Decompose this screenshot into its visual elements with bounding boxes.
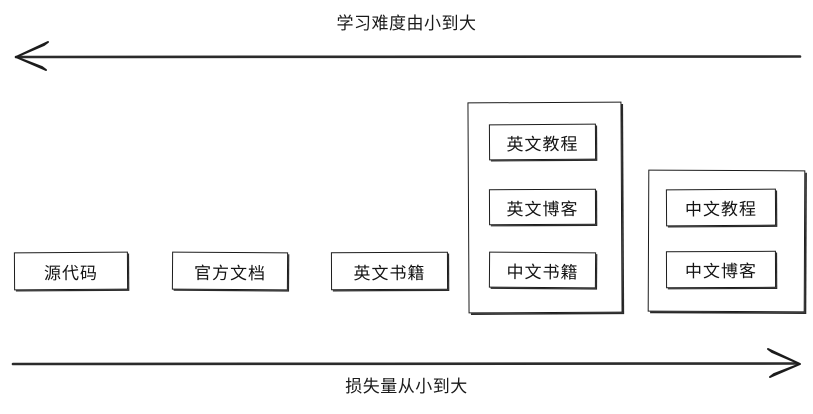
node-official-docs[interactable]: 官方文档 [171,251,289,291]
node-label: 英文博客 [506,199,579,220]
node-label: 官方文档 [193,263,267,284]
node-label: 中文博客 [684,261,758,283]
node-label: 英文教程 [506,134,579,155]
node-english-books[interactable]: 英文书籍 [330,251,449,291]
node-label: 中文教程 [684,199,758,221]
top-axis-label: 学习难度由小到大 [336,14,477,34]
bottom-axis-label: 损失量从小到大 [345,377,468,397]
arrow-right-icon [11,348,801,378]
node-label: 英文书籍 [353,263,426,284]
node-english-blogs[interactable]: 英文博客 [488,188,597,226]
node-source-code[interactable]: 源代码 [13,251,129,291]
arrow-left-icon [14,41,802,71]
node-chinese-books[interactable]: 中文书籍 [488,251,597,289]
node-english-tutorials[interactable]: 英文教程 [488,123,597,161]
node-chinese-blogs[interactable]: 中文博客 [665,250,777,289]
node-chinese-tutorials[interactable]: 中文教程 [665,188,777,227]
node-label: 中文书籍 [506,262,579,283]
node-label: 源代码 [43,263,99,284]
